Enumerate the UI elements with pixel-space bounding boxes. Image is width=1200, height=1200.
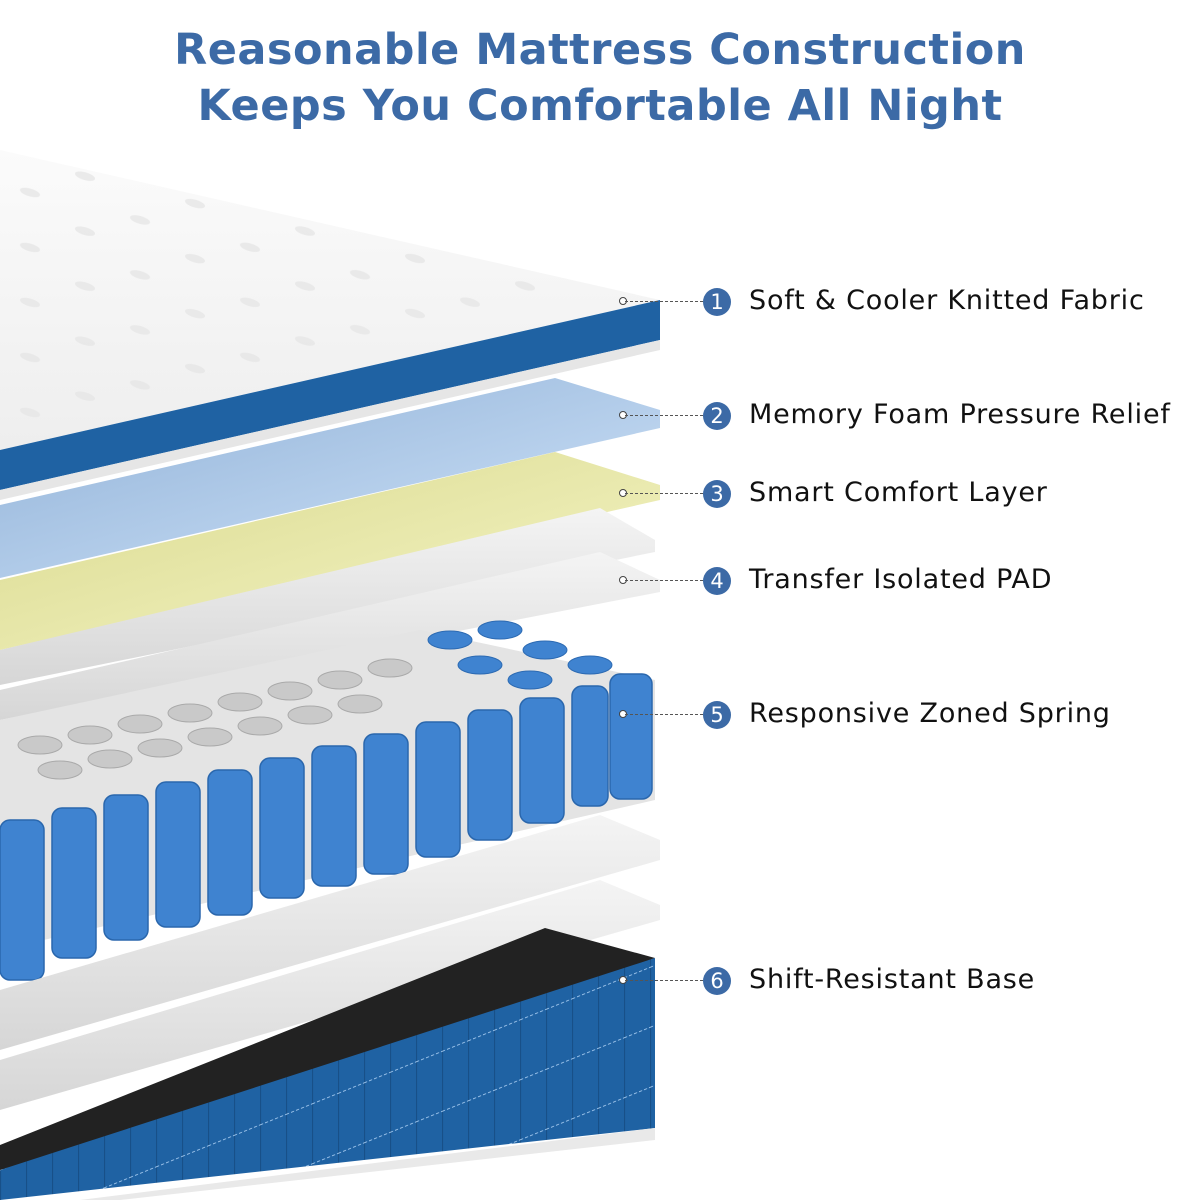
- number-badge: 1: [703, 288, 731, 316]
- layer-base: [0, 928, 655, 1200]
- layer-springs: [0, 620, 655, 981]
- title-line-1: Reasonable Mattress Construction: [174, 25, 1026, 75]
- leader-line: [625, 980, 703, 981]
- callout-2: 2 Memory Foam Pressure Relief: [0, 396, 1200, 436]
- number-badge: 2: [703, 402, 731, 430]
- layer-pad-upper: [0, 508, 655, 685]
- layer-comfort: [0, 452, 660, 650]
- leader-line: [625, 415, 703, 416]
- page-title: Reasonable Mattress Construction Keeps Y…: [0, 22, 1200, 134]
- leader-line: [625, 714, 703, 715]
- title-line-2: Keeps You Comfortable All Night: [197, 81, 1003, 131]
- leader-line: [625, 580, 703, 581]
- number-badge: 3: [703, 480, 731, 508]
- callout-3: 3 Smart Comfort Layer: [0, 474, 1200, 514]
- number-badge: 6: [703, 967, 731, 995]
- callout-label: Soft & Cooler Knitted Fabric: [749, 285, 1145, 316]
- number-badge: 4: [703, 567, 731, 595]
- number-badge: 5: [703, 701, 731, 729]
- callout-label: Responsive Zoned Spring: [749, 698, 1111, 729]
- callout-6: 6 Shift-Resistant Base: [0, 961, 1200, 1001]
- callout-4: 4 Transfer Isolated PAD: [0, 561, 1200, 601]
- layer-lower-pad-1: [0, 815, 660, 1050]
- layer-memory-foam: [0, 378, 660, 578]
- callout-label: Transfer Isolated PAD: [749, 564, 1053, 595]
- callout-5: 5 Responsive Zoned Spring: [0, 695, 1200, 735]
- callout-label: Shift-Resistant Base: [749, 964, 1036, 995]
- leader-line: [625, 301, 703, 302]
- callout-1: 1 Soft & Cooler Knitted Fabric: [0, 282, 1200, 322]
- callout-label: Memory Foam Pressure Relief: [749, 399, 1171, 430]
- layer-lower-pad-2: [0, 880, 660, 1110]
- layer-knitted-fabric: [0, 150, 660, 500]
- layer-pad: [0, 552, 660, 720]
- callout-label: Smart Comfort Layer: [749, 477, 1048, 508]
- leader-line: [625, 493, 703, 494]
